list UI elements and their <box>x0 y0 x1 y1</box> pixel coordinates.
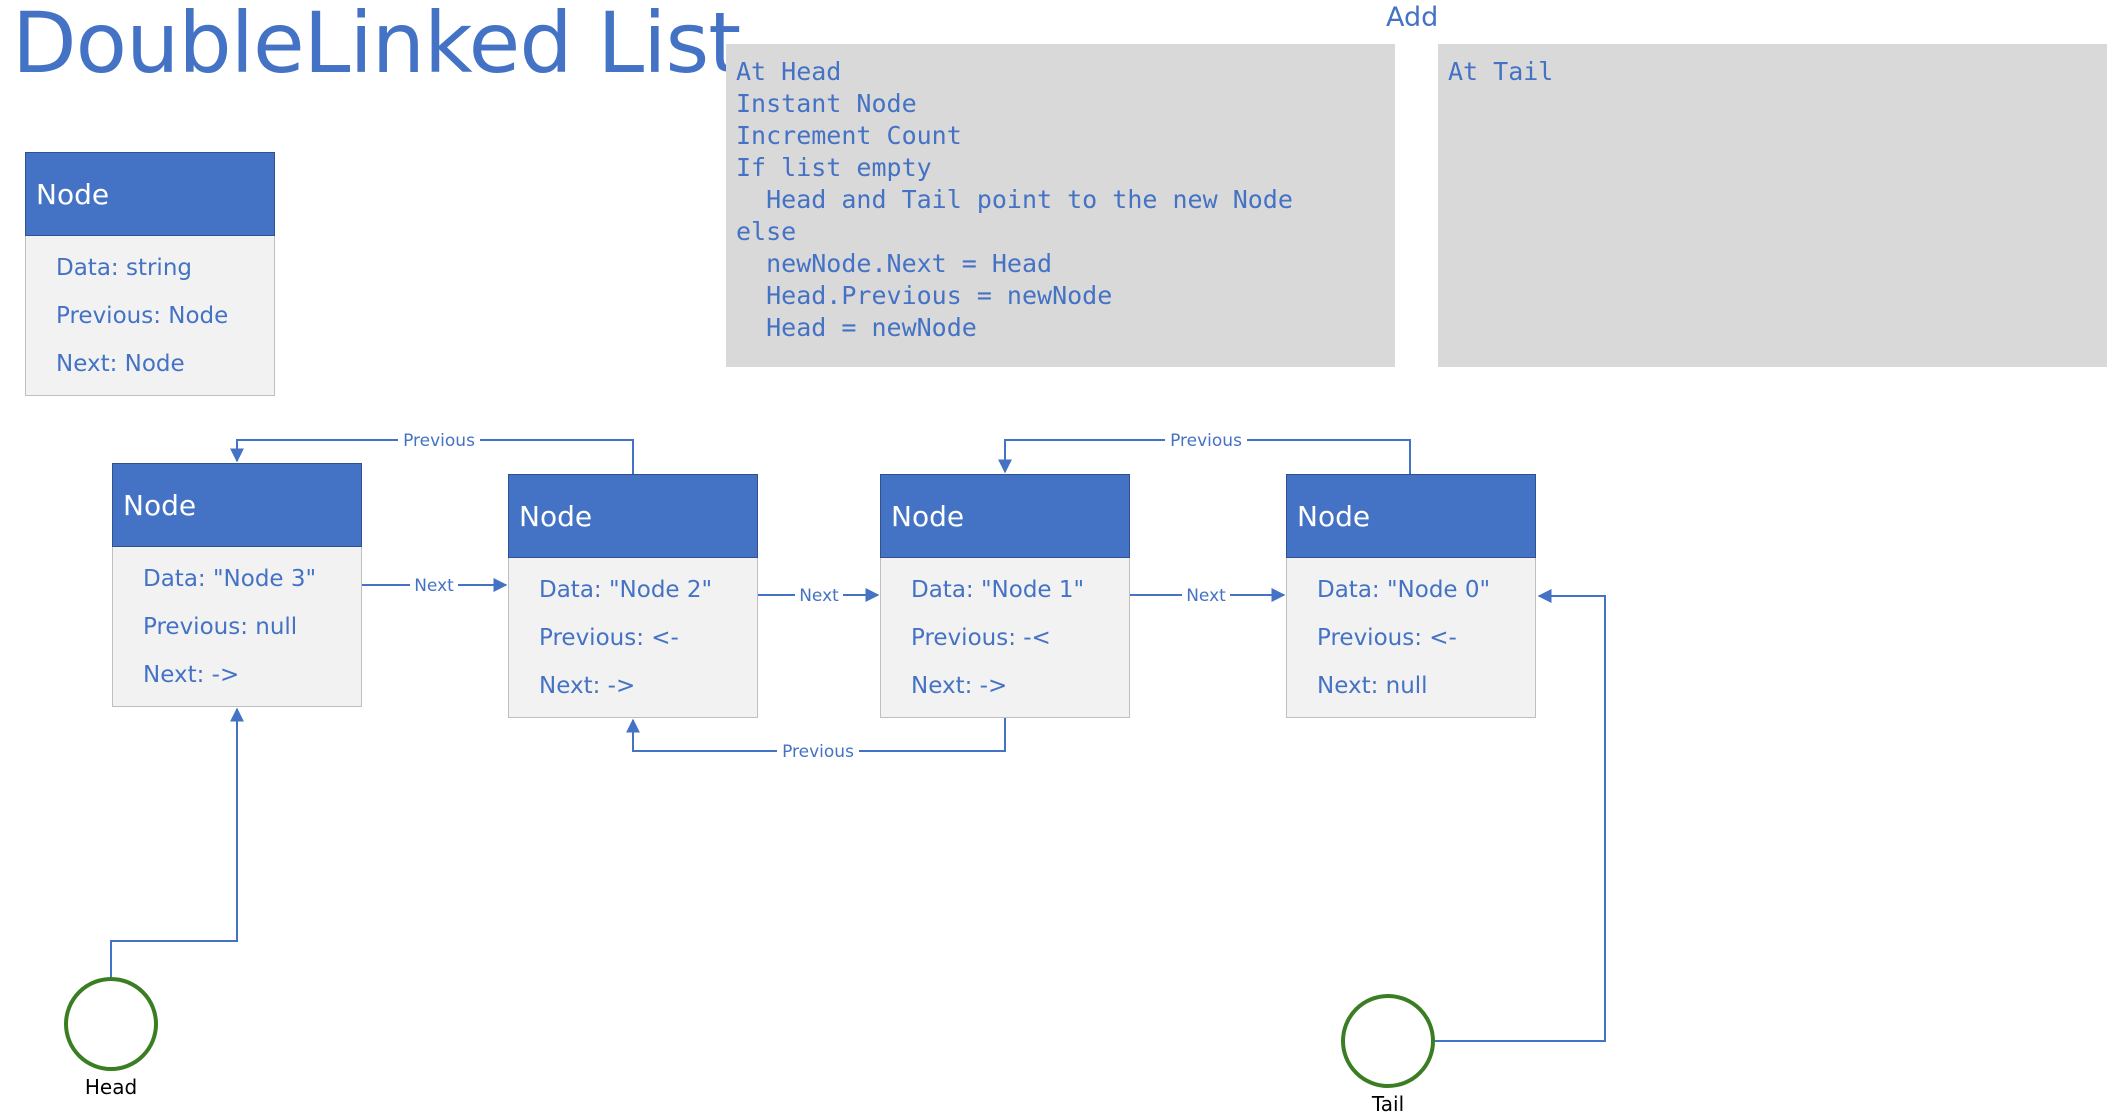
next-label: Next <box>414 576 454 596</box>
tail-pointer-label: Tail <box>1371 1092 1404 1112</box>
add-at-tail-code-block: At Tail <box>1438 44 2107 367</box>
node-field-next: Next: -> <box>911 673 1008 699</box>
node-field-previous: Previous: -< <box>911 625 1051 651</box>
node-body: Data: "Node 2" Previous: <- Next: -> <box>508 558 758 718</box>
node-header: Node <box>508 474 758 558</box>
next-arrow-3-to-2: Next <box>362 574 508 596</box>
node-header: Node <box>112 463 362 547</box>
node-body: Data: "Node 0" Previous: <- Next: null <box>1286 558 1536 718</box>
head-pointer: Head <box>64 707 244 1099</box>
previous-label: Previous <box>782 742 854 762</box>
node-field-previous: Previous: <- <box>1317 625 1457 651</box>
node-field-previous: Previous: null <box>143 614 298 640</box>
node-header: Node <box>1286 474 1536 558</box>
node-header: Node <box>880 474 1130 558</box>
node-field-previous: Previous: Node <box>56 303 229 329</box>
add-heading: Add <box>1386 2 1439 33</box>
tail-pointer: Tail <box>1341 589 1606 1112</box>
node-field-data: Data: "Node 0" <box>1317 577 1491 603</box>
list-node-2: Node Data: "Node 2" Previous: <- Next: -… <box>508 474 758 718</box>
add-at-head-code-block: At Head Instant Node Increment Count If … <box>726 44 1395 367</box>
next-label: Next <box>1186 586 1226 606</box>
node-field-next: Next: Node <box>56 351 185 377</box>
node-header: Node <box>25 152 275 236</box>
next-label: Next <box>799 586 839 606</box>
list-node-3: Node Data: "Node 3" Previous: null Next:… <box>112 463 362 707</box>
previous-label: Previous <box>1170 431 1242 451</box>
page-title: DoubleLinked List <box>12 0 741 92</box>
node-field-data: Data: "Node 1" <box>911 577 1085 603</box>
node-field-data: Data: "Node 2" <box>539 577 713 603</box>
node-body: Data: "Node 1" Previous: -< Next: -> <box>880 558 1130 718</box>
list-node-1: Node Data: "Node 1" Previous: -< Next: -… <box>880 474 1130 718</box>
node-field-data: Data: "Node 3" <box>143 566 317 592</box>
previous-arrow-2-to-3: Previous <box>230 430 634 474</box>
previous-label: Previous <box>403 431 475 451</box>
head-pointer-circle <box>64 977 158 1071</box>
list-node-0: Node Data: "Node 0" Previous: <- Next: n… <box>1286 474 1536 718</box>
head-pointer-label: Head <box>85 1075 137 1099</box>
node-field-previous: Previous: <- <box>539 625 679 651</box>
node-field-next: Next: null <box>1317 673 1428 699</box>
node-body: Data: "Node 3" Previous: null Next: -> <box>112 547 362 707</box>
next-arrow-1-to-0: Next <box>1130 584 1286 606</box>
node-body: Data: string Previous: Node Next: Node <box>25 236 275 396</box>
tail-pointer-circle <box>1341 994 1435 1088</box>
next-arrow-2-to-1: Next <box>758 584 880 606</box>
node-field-data: Data: string <box>56 255 193 281</box>
node-field-next: Next: -> <box>539 673 636 699</box>
previous-arrow-0-to-1: Previous <box>998 430 1411 474</box>
legend-node-class: Node Data: string Previous: Node Next: N… <box>25 152 275 396</box>
previous-arrow-1-to-2: Previous <box>626 718 1006 762</box>
node-field-next: Next: -> <box>143 662 240 688</box>
